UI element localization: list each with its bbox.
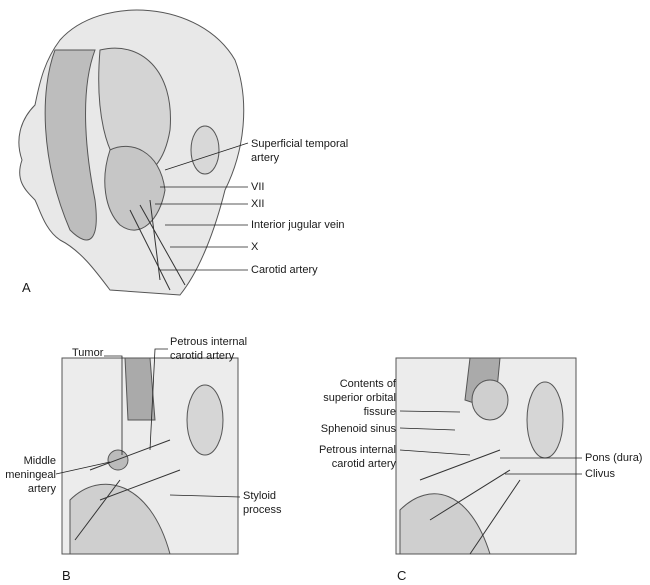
label-line: Middle: [23, 455, 56, 467]
panel-letter-b: B: [62, 568, 71, 583]
panel-c-illustration: [395, 357, 577, 555]
label-carotid-artery: Carotid artery: [251, 264, 318, 276]
label-line: artery: [27, 483, 56, 495]
label-line: artery: [251, 152, 280, 164]
leader-lines-b: [55, 348, 241, 498]
label-styloid-process: Styloid process: [243, 489, 282, 517]
panel-letter-a: A: [22, 280, 31, 295]
panel-letter-c: C: [397, 568, 407, 583]
label-line: Superficial temporal: [251, 138, 349, 150]
label-line: meningeal: [5, 469, 56, 481]
label-interior-jugular-vein: Interior jugular vein: [251, 219, 345, 231]
label-petrous-internal-carotid-artery-b: Petrous internal carotid artery: [170, 335, 247, 363]
label-tumor: Tumor: [72, 347, 104, 359]
label-x: X: [251, 241, 259, 253]
label-sphenoid-sinus: Sphenoid sinus: [320, 423, 396, 435]
label-petrous-internal-carotid-artery-c: Petrous internal carotid artery: [290, 443, 396, 471]
label-vii: VII: [251, 181, 265, 193]
label-line: Contents of: [339, 378, 396, 390]
label-line: carotid artery: [331, 458, 396, 470]
label-line: fissure: [363, 406, 396, 418]
label-line: carotid artery: [170, 350, 235, 362]
label-middle-meningeal-artery: Middle meningeal artery: [0, 454, 56, 496]
label-line: superior orbital: [323, 392, 396, 404]
label-xii: XII: [251, 198, 265, 210]
label-line: Petrous internal: [318, 444, 396, 456]
leader-lines-a: [155, 142, 249, 271]
label-line: process: [243, 504, 282, 516]
head-illustration: [18, 9, 245, 296]
label-line: Petrous internal: [170, 336, 248, 348]
label-line: Styloid: [243, 490, 277, 502]
panel-b-illustration: [61, 357, 239, 555]
label-pons-dura: Pons (dura): [585, 452, 643, 464]
label-clivus: Clivus: [585, 468, 615, 480]
label-superior-orbital-fissure: Contents of superior orbital fissure: [290, 377, 396, 419]
leader-lines-c: [399, 410, 582, 475]
label-superficial-temporal-artery: Superficial temporal artery: [251, 137, 348, 165]
